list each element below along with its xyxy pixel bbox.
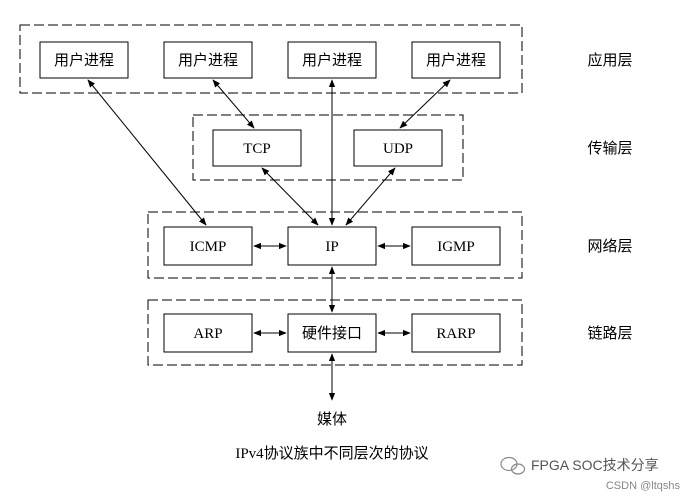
arp-box — [163, 313, 253, 353]
rarp-box — [411, 313, 501, 353]
icmp-label: ICMP — [190, 239, 227, 255]
user-process-label-2: 用户进程 — [178, 51, 238, 69]
user-process-box-4 — [411, 41, 501, 79]
wechat-icon — [500, 456, 526, 475]
network-layer-label: 网络层 — [587, 237, 632, 255]
application-layer-label: 应用层 — [587, 51, 632, 69]
rarp-label: RARP — [436, 326, 475, 342]
arrow-up4-udp — [399, 79, 451, 129]
user-process-label-4: 用户进程 — [426, 51, 486, 69]
tcp-box — [212, 129, 302, 167]
link-layer-label: 链路层 — [587, 324, 632, 342]
application-layer-container — [19, 24, 523, 94]
hw-interface-box — [287, 313, 377, 353]
igmp-box — [411, 226, 501, 266]
diagram-caption: IPv4协议族中不同层次的协议 — [235, 445, 428, 462]
arrow-up1-icmp — [87, 79, 207, 226]
watermark-brand: FPGA SOC技术分享 — [531, 457, 659, 473]
udp-label: UDP — [383, 141, 413, 157]
ip-label: IP — [325, 239, 338, 255]
user-process-box-2 — [163, 41, 253, 79]
igmp-label: IGMP — [437, 239, 475, 255]
ip-box — [287, 226, 377, 266]
user-process-box-1 — [39, 41, 129, 79]
transport-layer-label: 传输层 — [587, 139, 632, 157]
arrow-udp-ip — [345, 167, 396, 226]
arp-label: ARP — [193, 326, 222, 342]
arrow-up2-tcp — [212, 79, 255, 129]
watermark-source: CSDN @ltqshs — [606, 480, 681, 492]
user-process-label-1: 用户进程 — [54, 51, 114, 69]
hw-interface-label: 硬件接口 — [302, 324, 362, 342]
media-label: 媒体 — [317, 410, 347, 428]
arrow-tcp-ip — [261, 167, 319, 226]
icmp-box — [163, 226, 253, 266]
udp-box — [353, 129, 443, 167]
user-process-box-3 — [287, 41, 377, 79]
tcp-label: TCP — [243, 141, 271, 157]
user-process-label-3: 用户进程 — [302, 51, 362, 69]
